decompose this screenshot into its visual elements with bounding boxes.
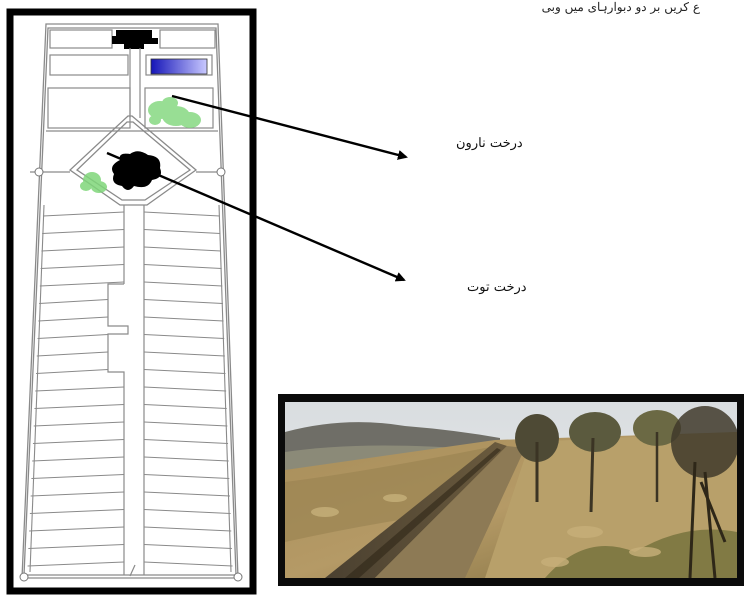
bed-divider: [41, 246, 125, 252]
bed-divider: [32, 456, 125, 462]
bed-divider: [143, 491, 230, 497]
bed-divider: [143, 403, 227, 410]
bed-divider: [38, 316, 109, 322]
bed-divider: [32, 438, 125, 445]
bed-divider: [143, 543, 232, 550]
label-naroon-tree: درخت نارون: [456, 136, 523, 151]
cropped-top-text: ع کریں بر دو دبوارہای میں وبی: [541, 0, 700, 14]
arrow-to-toot: [106, 151, 406, 282]
plan-frame: [6, 8, 257, 595]
bed-divider: [31, 473, 125, 480]
bed-divider: [143, 211, 220, 217]
bed-divider: [39, 298, 109, 305]
bed-divider: [143, 333, 225, 340]
bed-divider: [143, 456, 229, 462]
bed-divider: [143, 421, 228, 427]
bed-divider: [35, 368, 109, 375]
blue-block: [150, 58, 208, 75]
bed-divider: [143, 526, 232, 532]
side-circle: [34, 167, 44, 177]
bed-divider: [28, 543, 125, 550]
bed-divider: [143, 561, 233, 567]
bed-divider: [143, 473, 230, 480]
bed-divider: [143, 351, 225, 357]
photo-frame: [278, 394, 744, 586]
inner-edge: [218, 204, 232, 573]
bed-divider: [37, 333, 109, 340]
corner-circle: [233, 572, 243, 582]
bed-divider: [35, 386, 125, 392]
inner-edge: [29, 204, 45, 573]
bed-divider: [143, 508, 231, 515]
bed-divider: [42, 228, 125, 235]
central-path: [107, 48, 145, 577]
bed-divider: [143, 228, 221, 235]
corner-circle: [19, 572, 29, 582]
right-beds: [143, 204, 233, 573]
bed-divider: [143, 368, 226, 375]
landscape-photo: [285, 402, 737, 578]
bed-divider: [143, 298, 223, 305]
bed-divider: [30, 491, 125, 497]
bed-divider: [143, 263, 222, 270]
bed-divider: [143, 316, 224, 322]
bed-divider: [34, 403, 125, 410]
toot-tree-shape: [80, 172, 107, 193]
bed-divider: [40, 263, 125, 270]
bed-divider: [27, 561, 125, 567]
bed-divider: [36, 351, 109, 357]
bed-divider: [143, 386, 227, 392]
bed-divider: [29, 526, 125, 532]
arrow-to-naroon: [171, 94, 408, 160]
bed-divider: [42, 211, 125, 217]
naroon-tree-shape: [148, 97, 201, 128]
bed-divider: [143, 281, 223, 287]
left-beds: [27, 204, 125, 573]
bed-divider: [29, 508, 125, 515]
label-toot-tree: درخت توت: [467, 280, 527, 295]
bed-divider: [143, 438, 229, 445]
bed-divider: [39, 281, 125, 287]
bed-divider: [33, 421, 125, 427]
bed-divider: [143, 246, 222, 252]
side-circle: [216, 167, 226, 177]
building-shape: [112, 30, 158, 49]
